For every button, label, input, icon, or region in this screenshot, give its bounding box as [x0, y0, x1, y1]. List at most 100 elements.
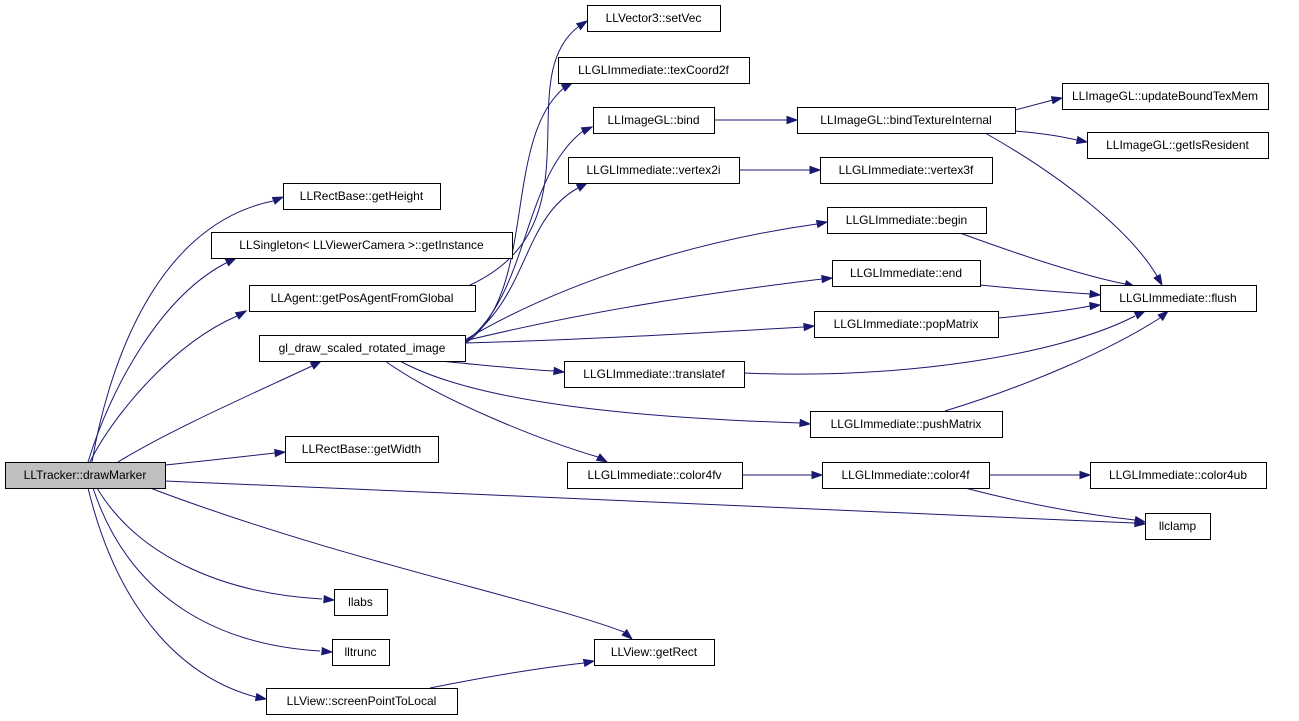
edge-drawMarker-to-getRect	[149, 487, 634, 640]
node-label: lltrunc	[344, 645, 376, 659]
edge-bind-to-bindTex	[714, 115, 799, 125]
edge-line	[1014, 99, 1054, 111]
node-setVec[interactable]: LLVector3::setVec	[587, 5, 721, 32]
arrowhead	[799, 418, 812, 428]
edge-vertex2i-to-vertex3f	[739, 165, 822, 175]
edge-drawMarker-to-lltrunc	[92, 487, 334, 656]
edge-line	[997, 305, 1091, 319]
node-box	[564, 361, 745, 388]
node-llclamp[interactable]: llclamp	[1145, 513, 1211, 540]
node-color4ub[interactable]: LLGLImmediate::color4ub	[1090, 462, 1267, 489]
node-color4fv[interactable]: LLGLImmediate::color4fv	[567, 462, 743, 489]
node-label: LLGLImmediate::color4fv	[587, 468, 721, 482]
arrowhead	[575, 20, 589, 31]
node-screenPoint[interactable]: LLView::screenPointToLocal	[266, 688, 458, 715]
node-color4f[interactable]: LLGLImmediate::color4f	[822, 462, 990, 489]
edge-color4f-to-color4ub	[988, 470, 1092, 480]
edge-line	[959, 232, 1126, 285]
node-box	[827, 207, 987, 234]
node-box	[820, 157, 993, 184]
node-box	[5, 462, 166, 489]
node-box	[1090, 462, 1267, 489]
edge-pushMatrix-to-flush	[944, 310, 1170, 412]
arrowhead	[1133, 310, 1147, 320]
node-flush[interactable]: LLGLImmediate::flush	[1100, 285, 1257, 312]
node-updateBound[interactable]: LLImageGL::updateBoundTexMem	[1062, 83, 1269, 110]
edge-color4f-to-llclamp	[964, 487, 1147, 525]
arrowhead	[234, 310, 248, 320]
node-getWidth[interactable]: LLRectBase::getWidth	[285, 436, 439, 463]
node-vertex2i[interactable]: LLGLImmediate::vertex2i	[568, 157, 740, 184]
edge-line	[164, 452, 276, 466]
node-translatef[interactable]: LLGLImmediate::translatef	[564, 361, 745, 388]
node-box	[814, 311, 999, 338]
arrowhead	[821, 274, 834, 284]
edge-line	[944, 317, 1161, 412]
edge-bindTex-to-getIsResident	[1014, 130, 1089, 145]
edge-glDraw-to-bind	[459, 126, 594, 347]
node-box	[266, 688, 458, 715]
node-getRect[interactable]: LLView::getRect	[594, 639, 715, 666]
node-box	[558, 57, 750, 84]
arrowhead	[1157, 310, 1170, 322]
node-bind[interactable]: LLImageGL::bind	[593, 107, 715, 134]
arrowhead	[1133, 515, 1147, 525]
arrowhead	[1050, 96, 1064, 105]
edge-drawMarker-to-getInstance	[87, 257, 238, 463]
node-drawMarker[interactable]: LLTracker::drawMarker	[5, 462, 166, 489]
node-begin[interactable]: LLGLImmediate::begin	[827, 207, 987, 234]
node-pushMatrix[interactable]: LLGLImmediate::pushMatrix	[810, 411, 1003, 438]
edge-line	[464, 326, 805, 344]
edge-line	[87, 261, 229, 463]
node-vertex3f[interactable]: LLGLImmediate::vertex3f	[820, 157, 993, 184]
node-box	[797, 107, 1016, 134]
node-label: LLGLImmediate::vertex2i	[586, 163, 720, 177]
node-label: LLGLImmediate::popMatrix	[834, 317, 979, 331]
node-end[interactable]: LLGLImmediate::end	[832, 260, 981, 287]
arrowhead	[582, 658, 596, 668]
edge-screenPoint-to-getRect	[429, 658, 596, 689]
node-texCoord2f[interactable]: LLGLImmediate::texCoord2f	[558, 57, 750, 84]
node-glDraw[interactable]: gl_draw_scaled_rotated_image	[259, 335, 466, 362]
edge-line	[984, 132, 1158, 277]
node-bindTex[interactable]: LLImageGL::bindTextureInternal	[797, 107, 1016, 134]
node-label: LLImageGL::bindTextureInternal	[820, 113, 991, 127]
edge-end-to-flush	[979, 284, 1102, 299]
arrowhead	[274, 448, 287, 458]
node-label: LLRectBase::getWidth	[302, 442, 421, 456]
node-lltrunc[interactable]: lltrunc	[332, 639, 390, 666]
arrowhead	[224, 257, 238, 267]
edge-glDraw-to-vertex2i	[459, 182, 589, 346]
node-popMatrix[interactable]: LLGLImmediate::popMatrix	[814, 311, 999, 338]
node-label: LLGLImmediate::color4ub	[1109, 468, 1247, 482]
node-getIsResident[interactable]: LLImageGL::getIsResident	[1087, 132, 1269, 159]
edge-glDraw-to-translatef	[439, 360, 566, 376]
edge-line	[429, 662, 585, 689]
edge-drawMarker-to-getHeight	[91, 196, 285, 463]
node-box	[567, 462, 743, 489]
node-getPosAgent[interactable]: LLAgent::getPosAgentFromGlobal	[249, 285, 476, 312]
arrowhead	[580, 126, 594, 136]
arrowhead	[1153, 273, 1163, 287]
edge-drawMarker-to-screenPoint	[87, 487, 268, 702]
edge-line	[459, 278, 823, 343]
node-box	[259, 335, 466, 362]
node-llabs[interactable]: llabs	[334, 589, 388, 616]
node-box	[810, 411, 1003, 438]
edge-drawMarker-to-getWidth	[164, 448, 287, 466]
node-getInstance[interactable]: LLSingleton< LLViewerCamera >::getInstan…	[211, 232, 513, 259]
node-label: LLImageGL::getIsResident	[1106, 138, 1249, 152]
edge-line	[87, 487, 257, 698]
node-label: LLSingleton< LLViewerCamera >::getInstan…	[239, 238, 484, 252]
node-label: gl_draw_scaled_rotated_image	[279, 341, 446, 355]
node-label: LLTracker::drawMarker	[24, 468, 147, 482]
node-label: LLVector3::setVec	[606, 11, 702, 25]
edge-line	[117, 365, 313, 463]
edge-bindTex-to-flush	[984, 132, 1163, 287]
node-getHeight[interactable]: LLRectBase::getHeight	[283, 183, 441, 210]
node-label: LLAgent::getPosAgentFromGlobal	[271, 291, 454, 305]
arrowhead	[1089, 289, 1102, 299]
node-label: LLImageGL::updateBoundTexMem	[1072, 89, 1258, 103]
edge-line	[964, 487, 1136, 521]
